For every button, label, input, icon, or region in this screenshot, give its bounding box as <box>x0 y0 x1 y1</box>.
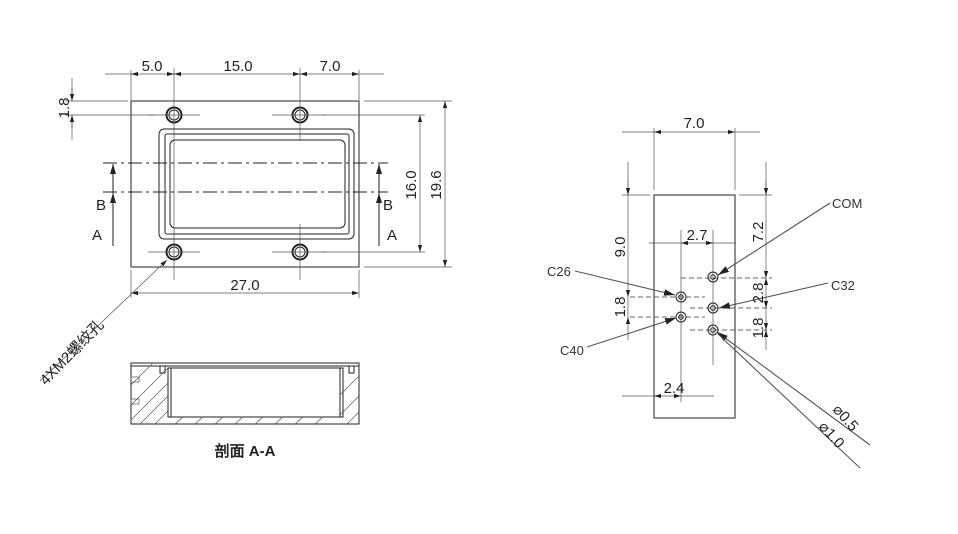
thread-note: 4XM2螺纹孔 <box>37 316 108 388</box>
side-view: 7.0 9.0 7.2 2.7 1.8 2.8 1.8 2.4 COM C26 … <box>547 115 871 469</box>
dim-left-spacing: 1.8 <box>612 297 629 318</box>
section-view: 剖面 A-A <box>130 362 360 460</box>
section-hatch <box>130 362 360 425</box>
dim-left-offset: 5.0 <box>142 58 163 75</box>
dim-to-com: 7.2 <box>750 222 767 243</box>
pin-com <box>707 271 719 283</box>
dim-hole-spacing: 15.0 <box>223 58 252 75</box>
section-lines <box>103 162 388 193</box>
dim-column-spacing: 2.7 <box>687 227 708 244</box>
dim-width: 27.0 <box>230 277 259 294</box>
pins <box>675 271 719 336</box>
dim-right-offset: 7.0 <box>320 58 341 75</box>
pin-c40 <box>675 311 687 323</box>
section-outline <box>130 362 360 425</box>
dim-right-spacing-2: 1.8 <box>750 318 767 339</box>
dim-hole-vertical: 16.0 <box>403 170 420 199</box>
dim-to-c26: 9.0 <box>612 237 629 258</box>
mounting-holes <box>165 106 309 261</box>
connector-outline <box>653 194 736 419</box>
pin-bottom <box>707 324 719 336</box>
pin-leader-dashes <box>630 277 772 331</box>
label-c32: C32 <box>831 278 855 293</box>
dimension-lines <box>39 70 452 382</box>
pocket-inner <box>169 139 346 229</box>
section-mark-a-right: A <box>387 227 397 244</box>
section-arrows <box>110 164 382 246</box>
section-mark-b-right: B <box>383 197 393 214</box>
side-dimension-lines <box>622 128 772 402</box>
pin-leaders <box>574 202 871 469</box>
pin-c26 <box>675 291 687 303</box>
label-c26: C26 <box>547 264 571 279</box>
label-com: COM <box>832 196 862 211</box>
plate-outline <box>130 100 360 268</box>
dim-top-offset: 1.8 <box>56 98 73 119</box>
dim-height: 19.6 <box>428 170 445 199</box>
dim-connector-width: 7.0 <box>684 115 705 132</box>
dim-to-left-column: 2.4 <box>664 380 685 397</box>
section-mark-b-left: B <box>96 197 106 214</box>
dim-right-spacing-1: 2.8 <box>750 283 767 304</box>
section-caption: 剖面 A-A <box>215 442 276 460</box>
pocket-outer <box>158 128 355 240</box>
front-view: B A B A 5.0 15.0 7.0 1.8 16.0 19.6 27.0 … <box>37 58 452 389</box>
centerlines <box>148 68 326 280</box>
label-c40: C40 <box>560 343 584 358</box>
pin-c32 <box>707 302 719 314</box>
pocket-step <box>164 133 350 235</box>
section-mark-a-left: A <box>92 227 102 244</box>
